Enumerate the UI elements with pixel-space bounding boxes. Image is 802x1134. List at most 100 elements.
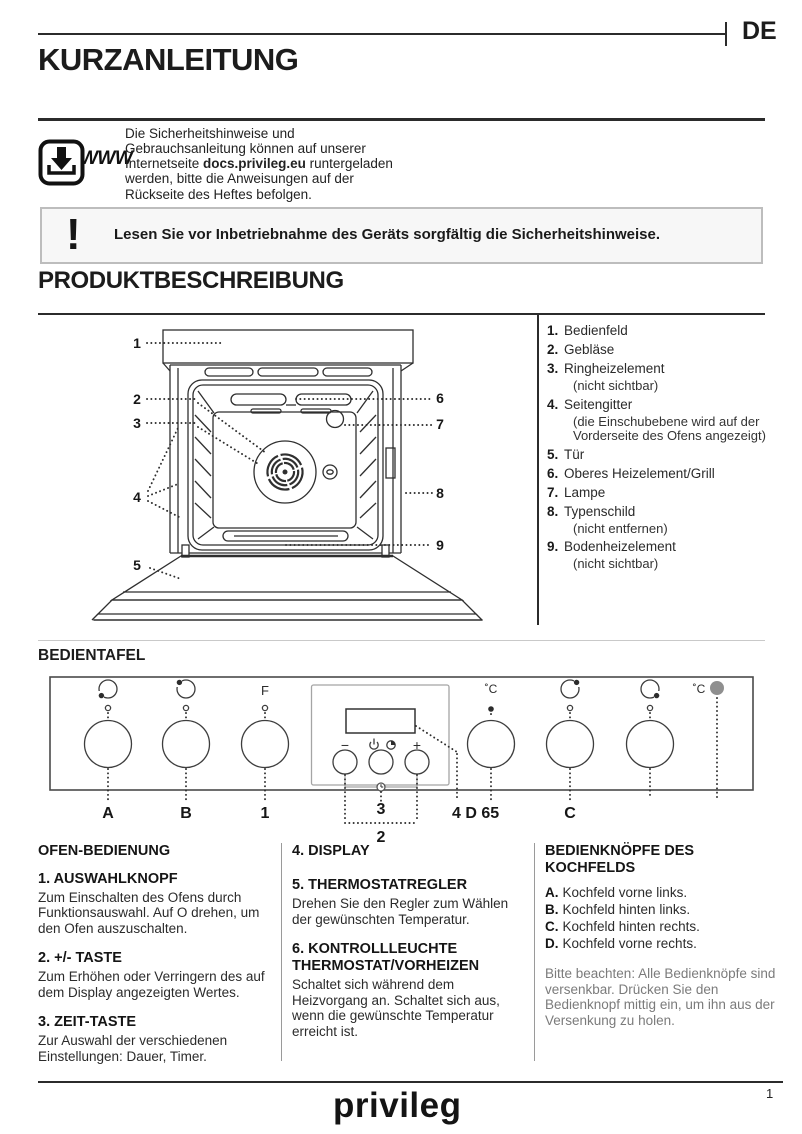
oven-cavity: [187, 379, 384, 551]
item-body: Drehen Sie den Regler zum Wählen der gew…: [292, 896, 509, 927]
item-title: 3. ZEIT-TASTE: [38, 1014, 137, 1031]
indicator-lamp-dot: [710, 681, 724, 695]
item-body: Zum Erhöhen oder Verringern des auf dem …: [38, 969, 265, 1000]
burner-position-dot: [98, 692, 105, 699]
minus-button: [332, 749, 358, 775]
brand-logo: privileg: [333, 1086, 462, 1125]
plus-button: [404, 749, 430, 775]
legend-label: Seitengitter: [564, 396, 633, 412]
knob-hotplate-front-right: [625, 679, 675, 769]
item-body: Zum Einschalten des Ofens durch Funktion…: [38, 889, 260, 936]
intro-text-before: Die Sicherheitshinweise und Gebrauchsanl…: [125, 125, 366, 172]
legend-num: 8.: [547, 503, 559, 519]
intro-text: Die Sicherheitshinweise und Gebrauchsanl…: [125, 126, 455, 202]
header-rule: [38, 33, 725, 35]
product-rule: [38, 313, 765, 315]
legend-label: Ringheizelement: [564, 361, 665, 376]
callout-3: 3: [133, 415, 141, 431]
item-title: 6. KONTROLLLEUCHTE THERMOSTAT/VORHEIZEN: [292, 941, 480, 975]
legend-num: 3.: [547, 361, 559, 376]
sensor-icon: [322, 464, 338, 480]
product-heading: PRODUKTBESCHREIBUNG: [38, 267, 344, 294]
legend-sub-8: (nicht entfernen): [573, 520, 668, 536]
label-4-d-65: 4 D 65: [452, 805, 499, 822]
fan-icon: [253, 440, 317, 504]
label-time-3: 3: [377, 801, 386, 818]
hob-item-a: A.Kochfeld vorne links.: [545, 884, 777, 901]
exclamation-icon: !: [66, 210, 81, 259]
panel-section-rule: [38, 640, 765, 641]
legend-num: 4.: [547, 396, 559, 412]
minus-glyph: −: [341, 737, 349, 753]
column-hob-knobs: BEDIENKNÖPFE DES KOCHFELDS A.Kochfeld vo…: [545, 843, 777, 1028]
hob-item-d: D.Kochfeld vorne rechts.: [545, 935, 777, 952]
hob-key: A.: [545, 885, 559, 900]
callout-numbers: 1 2 3 4 5 6 7 8 9: [133, 335, 444, 573]
clock-icon: [386, 740, 396, 750]
thermostat-indicator-dot: [488, 706, 494, 712]
page-number: 1: [766, 1086, 774, 1101]
legend-num: 9.: [547, 539, 559, 554]
legend-sub-3: (nicht sichtbar): [573, 378, 659, 393]
power-icon: [369, 738, 379, 750]
panel-leaders: [107, 697, 718, 824]
www-label: WWW: [80, 148, 133, 169]
oven-diagram: 1 2 3 4 5 6 7 8 9: [91, 329, 483, 621]
language-badge: DE: [742, 17, 777, 45]
legend-item-4: 4. Seitengitter: [547, 397, 781, 414]
legend-item-3: 3. Ringheizelement: [547, 361, 781, 378]
oven-body: [169, 364, 402, 553]
legend-item-2: 2.Gebläse: [547, 342, 781, 359]
legend-label: Tür: [564, 446, 585, 462]
panel-outline: [49, 676, 754, 791]
knob-selector: F: [240, 683, 290, 769]
lamp-icon: [325, 409, 345, 429]
legend-num: 5.: [547, 446, 559, 462]
thermostat-c-glyph: ˚C: [485, 682, 498, 696]
hob-item-c: C.Kochfeld hinten rechts.: [545, 918, 777, 935]
hob-label: Kochfeld vorne rechts.: [562, 936, 697, 951]
item-title: 5. THERMOSTATREGLER: [292, 877, 468, 893]
item-body: Zur Auswahl der verschiedenen Einstellun…: [38, 1033, 228, 1065]
callout-6: 6: [436, 390, 444, 406]
plus-glyph: +: [413, 737, 421, 753]
warning-text: Lesen Sie vor Inbetriebnahme des Geräts …: [114, 226, 661, 243]
item-title: 4. DISPLAY: [292, 843, 370, 859]
callout-2: 2: [133, 391, 141, 407]
legend-label: Bodenheizelement: [564, 539, 676, 554]
knob-a-hotplate-front-left: [83, 679, 133, 769]
hob-key: D.: [545, 936, 559, 951]
temperature-indicator-light: ˚C: [693, 681, 724, 696]
legend-label: Oberes Heizelement/Grill: [564, 465, 715, 481]
column-oven-operation: OFEN-BEDIENUNG 1. AUSWAHLKNOPF Zum Einsc…: [38, 843, 276, 1079]
legend-num: 6.: [547, 465, 559, 481]
product-legend: 1. Bedienfeld 2.Gebläse 3. Ringheizelement…: [537, 315, 781, 625]
legend-item-5: 5. Tür: [547, 447, 781, 464]
timer-clock-icon: [376, 782, 386, 792]
title-underline: [38, 118, 765, 121]
label-plusminus-2: 2: [377, 829, 386, 846]
intro-text-after: runtergeladen werden, bitte die Anweisun…: [125, 156, 393, 202]
control-panel-diagram: F − + ˚C: [49, 676, 754, 846]
panel-labels: A B 1 3 2 4 D 65 C: [102, 801, 576, 846]
selector-f-glyph: F: [261, 683, 269, 698]
legend-num: 2.: [547, 342, 559, 357]
label-knob-b: B: [180, 805, 192, 822]
column-divider-2: [534, 843, 535, 1061]
hob-label: Kochfeld vorne links.: [562, 885, 688, 900]
knob-thermostat: ˚C: [466, 682, 516, 769]
legend-label: Bedienfeld: [564, 323, 628, 338]
hob-note: Bitte beachten: Alle Bedienknöpfe sind v…: [545, 966, 776, 1028]
callout-9: 9: [436, 537, 444, 553]
burner-position-dot: [653, 692, 660, 699]
item-title: 1. AUSWAHLKNOPF: [38, 870, 178, 887]
legend-label: Lampe: [564, 484, 606, 500]
legend-item-1: 1. Bedienfeld: [547, 323, 781, 340]
panel-heading: BEDIENTAFEL: [38, 647, 146, 664]
display-screen: [345, 708, 416, 734]
legend-item-6: 6. Oberes Heizelement/Grill: [547, 466, 781, 483]
intro-link-text: docs.privileg.eu: [203, 156, 306, 172]
legend-num: 1.: [547, 323, 559, 338]
item-body: Schaltet sich während dem Heizvorgang an…: [292, 977, 500, 1039]
